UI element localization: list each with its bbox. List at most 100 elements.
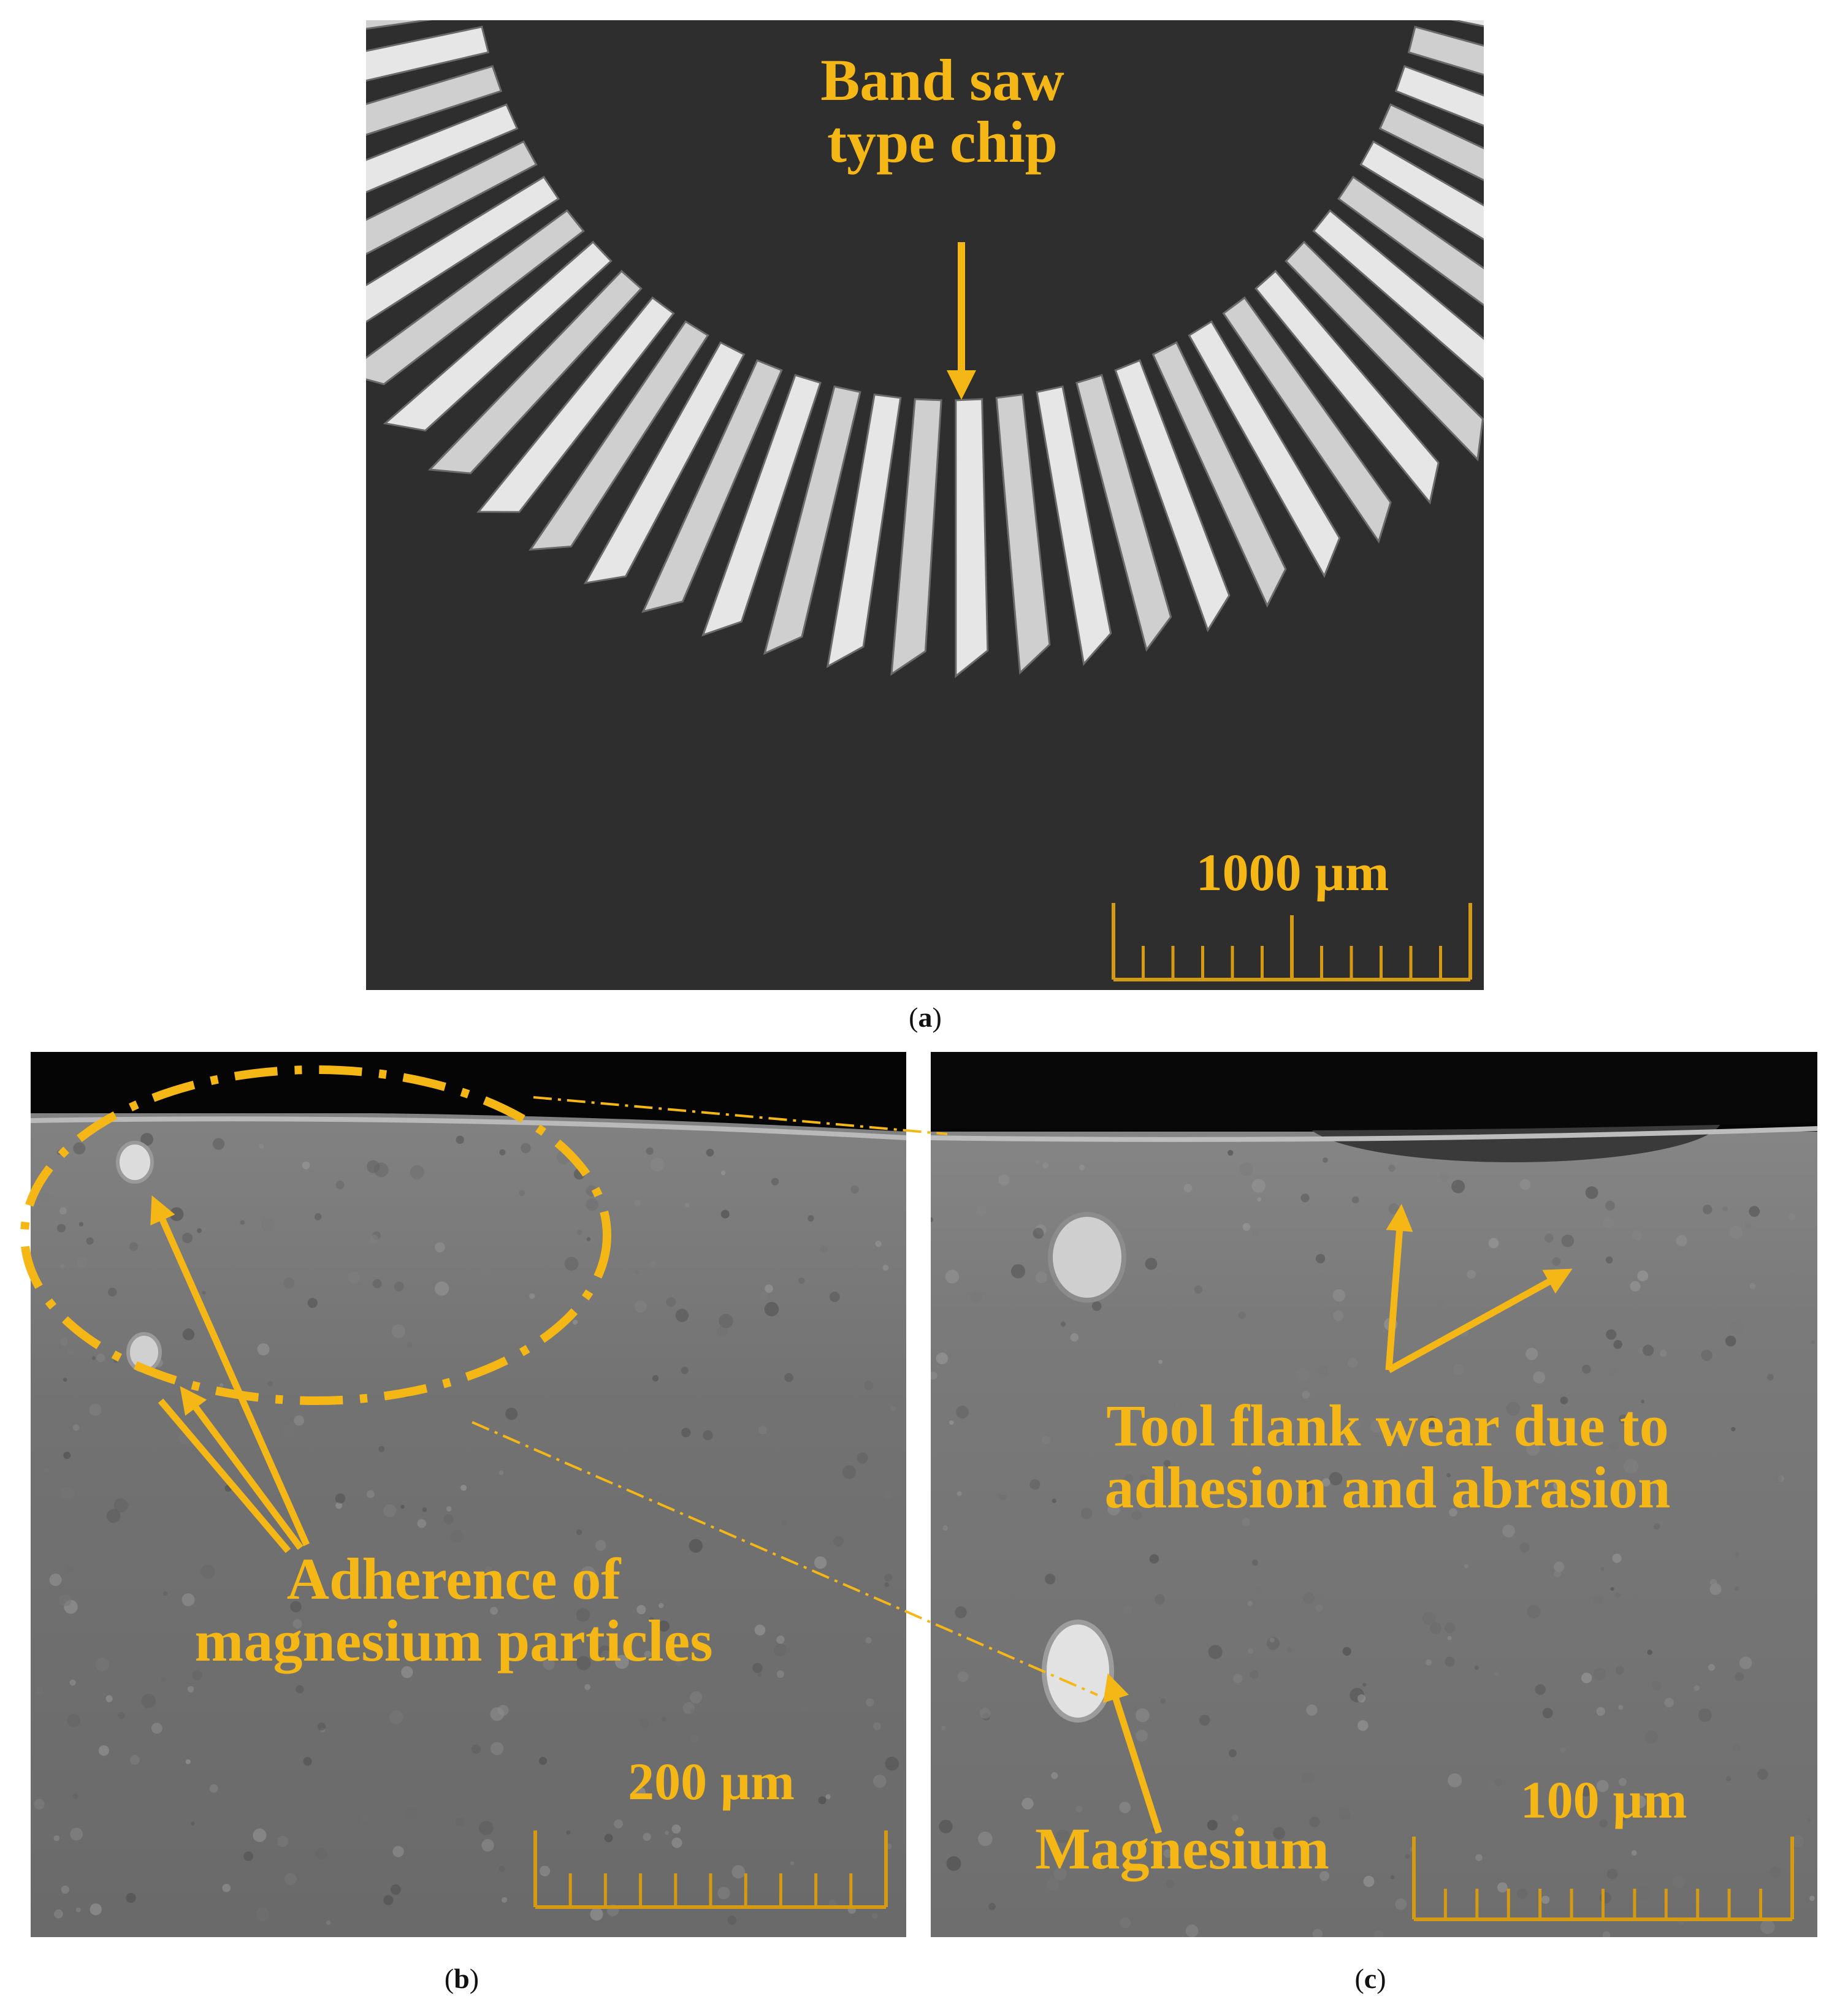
- surface-speck: [73, 1142, 86, 1155]
- band-saw-label-line1: Band saw: [820, 47, 1064, 113]
- surface-speck: [1632, 1230, 1643, 1241]
- surface-speck: [1605, 1256, 1613, 1264]
- surface-speck: [303, 1757, 312, 1766]
- surface-speck: [931, 1217, 934, 1222]
- surface-speck: [383, 1504, 397, 1517]
- chip-segment: [1151, 341, 1287, 608]
- surface-speck: [1448, 1508, 1457, 1517]
- surface-speck: [720, 1170, 726, 1176]
- surface-speck: [936, 1352, 949, 1365]
- surface-speck: [1623, 1458, 1638, 1474]
- chip-segment: [1285, 240, 1484, 462]
- surface-speck: [471, 1744, 481, 1754]
- surface-speck: [833, 1536, 844, 1547]
- surface-speck: [141, 1693, 156, 1708]
- surface-speck: [315, 1848, 328, 1860]
- surface-speck: [1453, 1364, 1464, 1376]
- surface-speck: [456, 1135, 464, 1144]
- surface-speck: [267, 1381, 273, 1387]
- surface-speck: [652, 1375, 659, 1382]
- surface-speck: [240, 1220, 245, 1225]
- surface-speck: [67, 1349, 74, 1355]
- surface-speck: [1730, 1320, 1744, 1335]
- surface-speck: [488, 1363, 501, 1376]
- surface-speck: [1079, 1164, 1085, 1171]
- surface-speck: [1561, 1234, 1575, 1247]
- surface-speck: [1792, 1835, 1804, 1848]
- surface-speck: [1516, 1888, 1528, 1899]
- surface-speck: [1613, 1340, 1622, 1349]
- surface-speck: [884, 1491, 892, 1499]
- surface-speck: [1542, 1708, 1553, 1718]
- surface-speck: [498, 1470, 504, 1476]
- scale-bar-a: 1000 µm: [1112, 842, 1473, 989]
- surface-speck: [1425, 1659, 1432, 1666]
- surface-speck: [1250, 1670, 1259, 1679]
- surface-speck: [1610, 1586, 1614, 1591]
- surface-speck: [969, 1290, 983, 1303]
- chip-segment: [366, 175, 560, 323]
- surface-speck: [662, 1716, 666, 1722]
- surface-speck: [1553, 1480, 1564, 1491]
- surface-speck: [72, 1793, 78, 1799]
- surface-speck: [1445, 1656, 1455, 1667]
- surface-speck: [290, 1601, 302, 1613]
- surface-speck: [781, 1519, 787, 1526]
- surface-speck: [873, 1775, 887, 1788]
- surface-speck: [281, 1425, 295, 1438]
- surface-speck: [1554, 1561, 1565, 1572]
- surface-speck: [1702, 1205, 1712, 1214]
- surface-speck: [185, 1759, 191, 1764]
- surface-speck: [1315, 1254, 1326, 1263]
- surface-speck: [187, 1686, 194, 1693]
- surface-speck: [1035, 1271, 1048, 1284]
- surface-speck: [646, 1147, 654, 1155]
- scale-bar-b: 200 µm: [533, 1751, 889, 1916]
- surface-speck: [481, 1839, 494, 1852]
- surface-speck: [1107, 1502, 1120, 1516]
- surface-speck: [388, 1788, 392, 1792]
- surface-speck: [798, 1277, 805, 1284]
- surface-speck: [307, 1298, 318, 1308]
- surface-speck: [865, 1637, 872, 1643]
- surface-speck: [882, 1264, 889, 1271]
- surface-speck: [1136, 1729, 1148, 1742]
- surface-speck: [757, 1673, 762, 1677]
- surface-speck: [758, 1425, 767, 1434]
- magnesium-label: Magnesium: [1035, 1816, 1329, 1881]
- surface-speck: [1497, 1882, 1508, 1893]
- surface-speck: [1701, 1349, 1712, 1361]
- surface-speck: [1239, 1162, 1253, 1176]
- chip-segment: [583, 341, 746, 585]
- surface-speck: [1644, 1730, 1658, 1744]
- surface-speck: [586, 1185, 597, 1197]
- surface-speck: [1596, 1780, 1609, 1792]
- surface-speck: [49, 1574, 62, 1586]
- surface-speck: [1045, 1574, 1056, 1585]
- surface-speck: [1709, 1579, 1717, 1586]
- surface-speck: [1636, 1886, 1651, 1901]
- surface-speck: [1139, 1474, 1147, 1482]
- surface-speck: [1447, 1636, 1452, 1640]
- surface-speck: [690, 1708, 697, 1715]
- surface-speck: [1464, 1564, 1469, 1569]
- surface-speck: [1788, 1213, 1796, 1221]
- surface-speck: [1608, 1368, 1616, 1376]
- surface-speck: [59, 1207, 67, 1215]
- band-saw-label: Band saw type chip: [758, 47, 1126, 173]
- surface-speck: [1731, 1426, 1736, 1431]
- surface-speck: [1749, 1282, 1756, 1290]
- surface-speck: [1332, 1289, 1346, 1302]
- surface-speck: [1296, 1368, 1310, 1381]
- surface-speck: [126, 1892, 136, 1903]
- chip-segment: [1075, 373, 1172, 652]
- surface-speck: [69, 1679, 76, 1686]
- surface-speck: [1733, 1744, 1741, 1752]
- surface-speck: [96, 1353, 105, 1363]
- surface-speck: [604, 1834, 613, 1843]
- chip-segment: [427, 270, 643, 474]
- surface-speck: [529, 1293, 535, 1299]
- surface-speck: [182, 1328, 195, 1341]
- chip-segment: [826, 393, 902, 668]
- surface-speck: [842, 1465, 857, 1479]
